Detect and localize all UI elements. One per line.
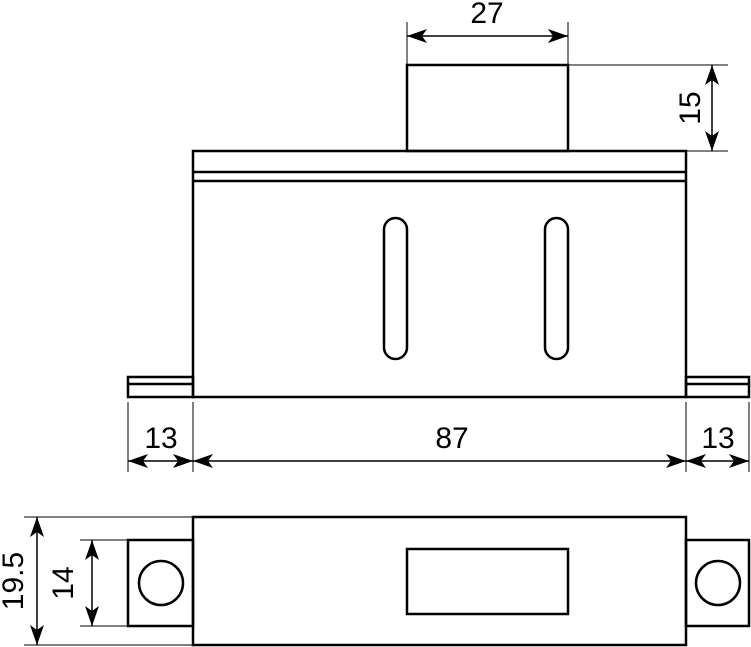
slot-right [543, 216, 570, 361]
plan-right-tab [684, 538, 751, 628]
mounting-hole-right [694, 559, 742, 607]
dimension-top-width: 27 [406, 0, 569, 65]
plan-left-tab [126, 538, 195, 628]
right-tab [684, 375, 751, 399]
dimension-widths: 13 87 13 [127, 402, 750, 472]
dimension-label-hole-pitch: 14 [47, 566, 80, 599]
top-block [405, 63, 570, 153]
dimension-hole-pitch: 14 [47, 539, 128, 627]
plan-window [405, 547, 570, 616]
mounting-hole-left [137, 559, 185, 607]
slot-left [382, 216, 409, 361]
left-tab [126, 375, 195, 399]
dimension-label-body-width: 87 [435, 422, 468, 455]
dimension-label-top-height: 15 [674, 91, 707, 124]
dimension-label-right-tab: 13 [701, 422, 734, 455]
dimension-label-left-tab: 13 [144, 422, 177, 455]
plan-body [191, 515, 688, 647]
dimension-top-height: 15 [568, 64, 728, 152]
dimension-total-height: 19.5 [0, 516, 193, 646]
front-view [126, 63, 751, 399]
main-body [191, 149, 688, 399]
dimension-label-total-height: 19.5 [0, 552, 30, 610]
dimension-label-top-width: 27 [470, 0, 503, 30]
plan-view [126, 515, 751, 647]
